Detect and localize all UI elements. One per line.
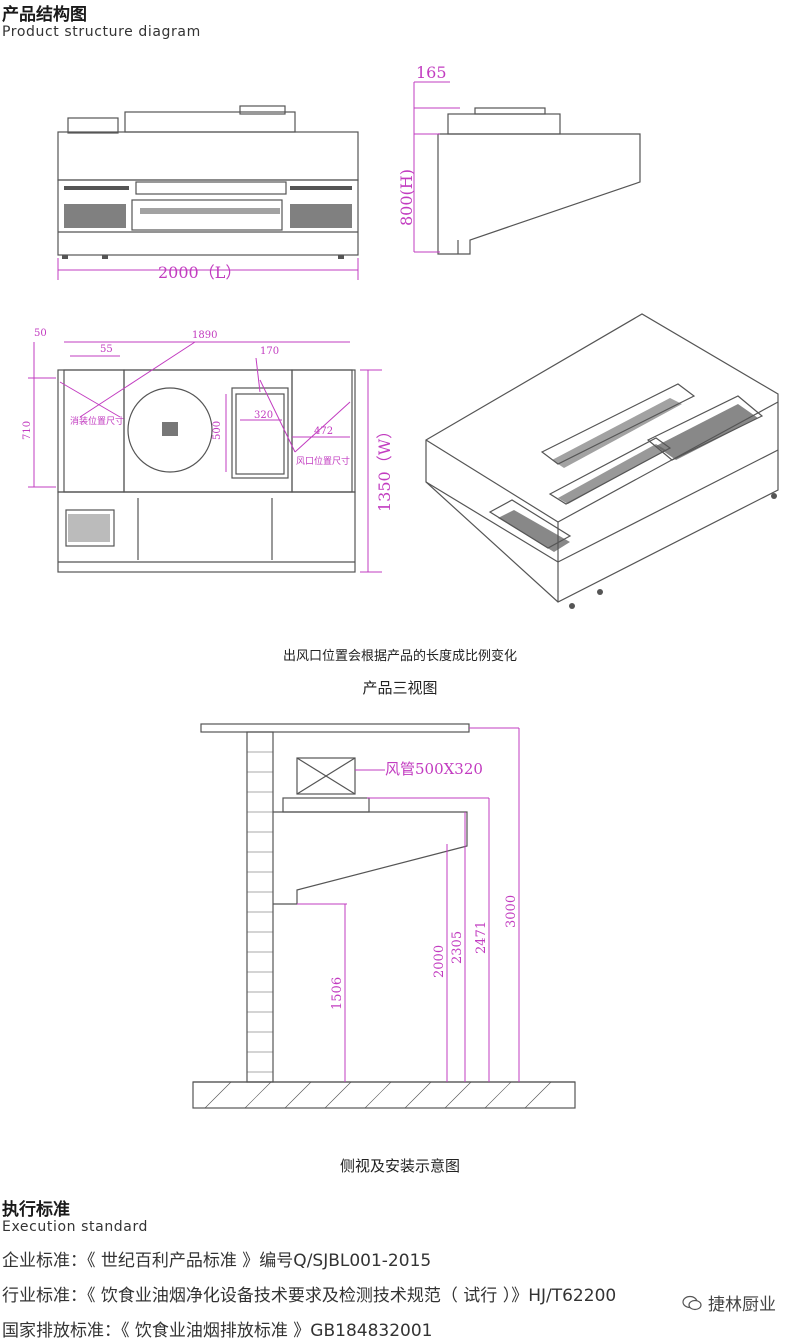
industry-standard-line: 行业标准：《 饮食业油烟净化设备技术要求及检测技术规范（ 试行 ）》HJ/T62… — [2, 1286, 617, 1306]
watermark-text: 捷林厨业 — [708, 1295, 776, 1315]
watermark: 捷林厨业 — [682, 1290, 776, 1315]
install-dim-1506: 1506 — [330, 977, 345, 1010]
install-dim-2305: 2305 — [450, 931, 465, 964]
top-view-drawing: 50 1890 55 170 320 472 消装位置尺寸 风口位置尺寸 710… — [22, 328, 394, 573]
isometric-view-drawing — [425, 313, 779, 609]
page-title: 产品结构图 — [2, 5, 87, 25]
top-dim-472: 472 — [314, 426, 333, 437]
enterprise-standard-line: 企业标准：《 世纪百利产品标准 》编号Q/SJBL001-2015 — [2, 1251, 432, 1271]
top-dim-500: 500 — [212, 421, 223, 440]
side-height-dimension: 800(H) — [400, 169, 416, 226]
top-outlet-label: 风口位置尺寸 — [296, 455, 350, 467]
front-view-drawing: 2000（L） — [57, 105, 359, 282]
top-dim-1890: 1890 — [192, 330, 217, 341]
install-dim-3000: 3000 — [504, 895, 519, 928]
top-dim-1350: 1350（W） — [375, 423, 394, 512]
install-caption: 侧视及安装示意图 — [339, 1157, 460, 1175]
install-dim-2471: 2471 — [474, 921, 489, 954]
top-dim-710: 710 — [22, 421, 33, 440]
top-dim-170: 170 — [260, 346, 279, 357]
length-dimension-label: 2000（L） — [158, 263, 241, 282]
standard-title: 执行标准 — [2, 1200, 70, 1220]
top-dim-50: 50 — [34, 328, 47, 339]
duct-label: 风管500X320 — [385, 760, 483, 778]
side-view-drawing: 165 800(H) — [400, 63, 641, 255]
top-install-label: 消装位置尺寸 — [70, 415, 124, 427]
side-top-dimension: 165 — [416, 63, 447, 82]
national-standard-line: 国家排放标准：《 饮食业油烟排放标准 》GB184832001 — [2, 1321, 433, 1341]
top-dim-55: 55 — [100, 344, 113, 355]
page-subtitle: Product structure diagram — [2, 24, 201, 40]
wechat-icon — [682, 1295, 702, 1310]
top-dim-320: 320 — [254, 410, 273, 421]
outlet-note: 出风口位置会根据产品的长度成比例变化 — [282, 649, 517, 664]
install-dim-2000: 2000 — [432, 945, 447, 978]
three-view-caption: 产品三视图 — [362, 679, 438, 697]
installation-drawing: 风管500X320 1506 2000 2305 2471 3000 — [192, 723, 576, 1109]
standard-subtitle: Execution standard — [2, 1219, 149, 1235]
